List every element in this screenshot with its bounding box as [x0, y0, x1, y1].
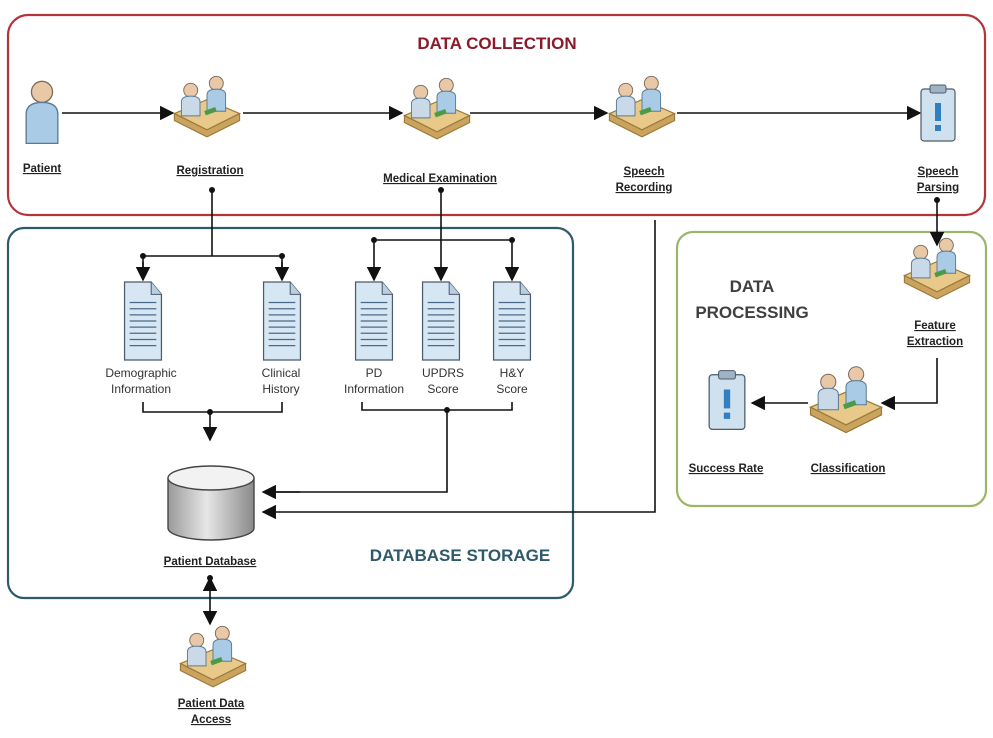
speech-parsing-clipboard-icon [920, 84, 956, 142]
link-processing-db [300, 220, 656, 513]
patient-data-access-desk-icon [179, 625, 247, 688]
label-demographic-1: Demographic [105, 366, 176, 380]
label-patient: Patient [23, 163, 62, 175]
connectors [62, 105, 945, 626]
label-patient-database: Patient Database [164, 556, 257, 568]
database-storage-frame [6, 226, 575, 600]
label-patient-data-access-2: Access [191, 714, 231, 726]
label-updrs-2: Score [427, 382, 459, 396]
hy-document-icon [492, 281, 532, 361]
data-processing-title-line2: PROCESSING [695, 303, 808, 322]
label-pd-2: Information [344, 382, 404, 396]
label-patient-data-access-1: Patient Data [178, 698, 245, 710]
bracket-right-docs [265, 402, 513, 493]
label-hy-2: Score [496, 382, 528, 396]
label-hy-1: H&Y [500, 366, 525, 380]
label-feature-extraction-2: Extraction [907, 336, 963, 348]
data-collection-title: DATA COLLECTION [417, 34, 576, 53]
link-registration-docs [142, 190, 283, 277]
pd-document-icon [354, 281, 394, 361]
label-registration: Registration [176, 165, 243, 177]
database-icon [167, 465, 255, 541]
label-updrs-1: UPDRS [422, 366, 464, 380]
demographic-document-icon [123, 281, 163, 361]
clinical-document-icon [262, 281, 302, 361]
feature-extraction-desk-icon [903, 237, 971, 300]
link-exam-docs [374, 190, 512, 241]
success-rate-clipboard-icon [708, 369, 746, 431]
label-medical-examination: Medical Examination [383, 173, 497, 185]
label-classification: Classification [811, 463, 886, 475]
patient-person-icon [25, 80, 59, 145]
medical-exam-desk-icon [403, 77, 471, 140]
data-processing-frame [675, 230, 988, 508]
updrs-document-icon [421, 281, 461, 361]
label-speech-parsing-2: Parsing [917, 182, 959, 194]
label-clinical-2: History [262, 382, 299, 396]
label-speech-parsing-1: Speech [918, 166, 959, 178]
label-success-rate: Success Rate [689, 463, 764, 475]
label-speech-recording-1: Speech [624, 166, 665, 178]
label-pd-1: PD [366, 366, 383, 380]
data-collection-frame [6, 13, 987, 217]
label-clinical-1: Clinical [262, 366, 301, 380]
junction-dots [140, 187, 940, 581]
registration-desk-icon [173, 75, 241, 138]
data-processing-title-line1: DATA [730, 277, 775, 296]
label-demographic-2: Information [111, 382, 171, 396]
classification-desk-icon [809, 366, 883, 434]
link-extraction-classification [890, 358, 938, 404]
database-storage-title: DATABASE STORAGE [370, 546, 550, 565]
label-feature-extraction-1: Feature [914, 320, 956, 332]
speech-recording-desk-icon [608, 75, 676, 138]
label-speech-recording-2: Recording [616, 182, 673, 194]
